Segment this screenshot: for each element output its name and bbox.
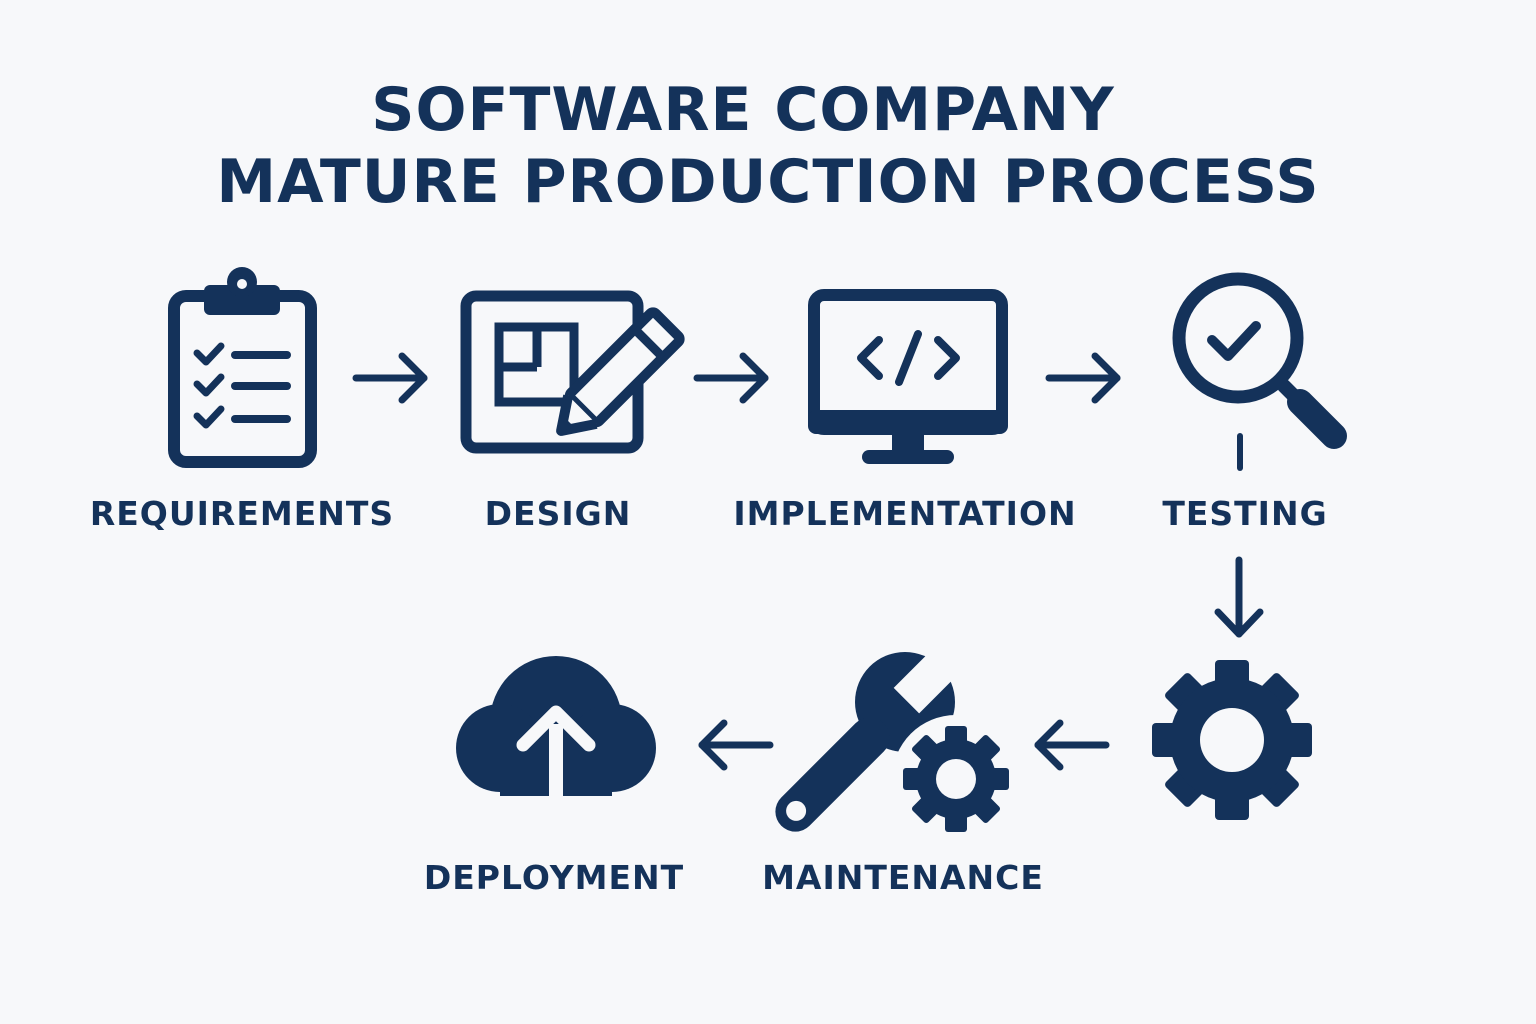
step-label-deployment: DEPLOYMENT bbox=[423, 858, 685, 897]
arrow-down bbox=[1214, 556, 1264, 638]
title-line-1: SOFTWARE COMPANY bbox=[371, 75, 1115, 145]
wrench-gear-icon bbox=[775, 646, 1020, 843]
monitor-code-icon bbox=[808, 289, 1008, 464]
step-label-implementation: IMPLEMENTATION bbox=[733, 494, 1077, 533]
cloud-upload-icon bbox=[456, 656, 656, 800]
magnifier-check-icon bbox=[1172, 272, 1347, 449]
design-pencil-icon bbox=[460, 290, 685, 454]
step-label-maintenance: MAINTENANCE bbox=[762, 858, 1044, 897]
arrow-right-3 bbox=[1045, 352, 1121, 404]
arrow-right-1 bbox=[352, 352, 428, 404]
clipboard-checklist-icon bbox=[168, 267, 317, 468]
step-label-design: DESIGN bbox=[484, 494, 632, 533]
arrow-right-2 bbox=[693, 352, 769, 404]
step-label-testing: TESTING bbox=[1162, 494, 1328, 533]
gear-icon bbox=[1152, 660, 1312, 820]
arrow-left-1 bbox=[1034, 719, 1110, 771]
title-line-2: MATURE PRODUCTION PROCESS bbox=[216, 147, 1320, 217]
arrow-left-2 bbox=[698, 719, 774, 771]
step-label-requirements: REQUIREMENTS bbox=[89, 494, 395, 533]
